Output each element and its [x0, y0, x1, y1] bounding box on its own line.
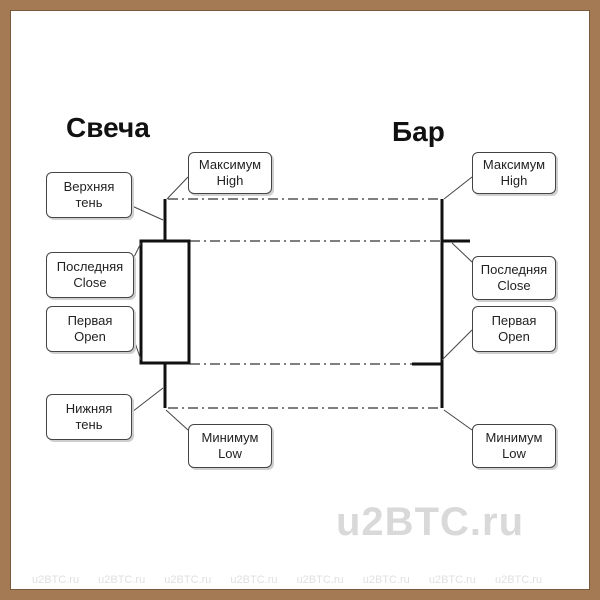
callout-bar-close: Последняя Close [472, 256, 556, 300]
pointer-candle-upper-shadow [131, 205, 164, 221]
callout-line: Нижняя [65, 401, 113, 416]
callout-line: High [216, 173, 244, 188]
pointer-candle-low [165, 409, 189, 431]
callout-candle-lower-shadow: Нижняя тень [46, 394, 132, 440]
pointer-bar-open [441, 329, 473, 361]
callout-candle-close: Последняя Close [46, 252, 134, 298]
callout-candle-upper-shadow: Верхняя тень [46, 172, 132, 218]
pointer-candle-lower-shadow [131, 387, 164, 413]
candle [139, 199, 191, 408]
callout-line: Верхняя [63, 179, 115, 194]
watermark: u2BTC.ru [336, 500, 524, 544]
pointer-candle-high [166, 176, 189, 200]
callout-line: Первая [67, 313, 113, 328]
callout-line: Open [498, 329, 530, 344]
pointer-bar-low [443, 409, 473, 431]
candle-title: Свеча [66, 112, 150, 143]
bar-title: Бар [392, 116, 445, 147]
footer-watermark: u2BTC.ru [296, 574, 344, 586]
footer-watermark: u2BTC.ru [164, 574, 212, 586]
callout-line: Максимум [482, 157, 546, 172]
footer-watermark: u2BTC.ru [98, 574, 146, 586]
callout-line: High [500, 173, 528, 188]
callout-line: Первая [491, 313, 537, 328]
callout-line: Последняя [480, 262, 548, 277]
callout-line: Close [497, 278, 531, 293]
callout-line: тень [75, 417, 103, 432]
footer-watermark: u2BTC.ru [32, 574, 80, 586]
bar-pointers [441, 176, 473, 431]
callout-bar-open: Первая Open [472, 306, 556, 352]
callout-line: Последняя [56, 259, 124, 274]
callout-bar-low: Минимум Low [472, 424, 556, 468]
pointer-bar-close [451, 242, 473, 263]
callout-candle-low: Минимум Low [188, 424, 272, 468]
callout-candle-open: Первая Open [46, 306, 134, 352]
footer-watermark: u2BTC.ru [494, 574, 543, 586]
footer-watermark-strip: u2BTC.ru u2BTC.ru u2BTC.ru u2BTC.ru u2BT… [10, 574, 590, 590]
callout-line: Low [502, 446, 526, 461]
callout-line: Low [218, 446, 242, 461]
pointer-candle-close [133, 242, 142, 258]
callout-bar-high: Максимум High [472, 152, 556, 194]
callout-line: Максимум [198, 157, 262, 172]
callout-line: Минимум [201, 430, 259, 445]
candle-body [139, 239, 191, 365]
pointer-bar-high [443, 176, 473, 200]
pointer-candle-open [133, 339, 142, 361]
footer-watermark: u2BTC.ru [230, 574, 278, 586]
candle-pointers [131, 176, 189, 431]
callout-candle-high: Максимум High [188, 152, 272, 194]
callout-line: Close [73, 275, 107, 290]
guide-lines [168, 198, 440, 409]
callout-line: тень [75, 195, 103, 210]
footer-watermark: u2BTC.ru [362, 574, 410, 586]
ohlc-bar [412, 199, 470, 408]
callout-line: Минимум [485, 430, 543, 445]
footer-watermark: u2BTC.ru [428, 574, 476, 586]
callout-line: Open [74, 329, 106, 344]
